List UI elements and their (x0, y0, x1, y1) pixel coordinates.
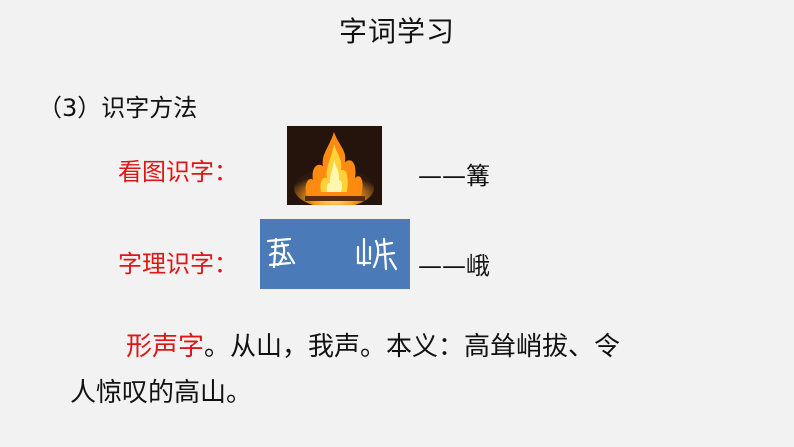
bonfire-image (287, 126, 382, 205)
fire-icon (287, 126, 382, 205)
method-logic-label: 字理识字： (118, 250, 238, 278)
method-picture-label: 看图识字： (118, 158, 238, 186)
page-title: 字词学习 (338, 15, 455, 48)
phono-semantic-label: 形声字 (126, 332, 205, 362)
method-picture-result: ——篝 (418, 156, 490, 191)
explanation-line-1: 形声字。从山，我声。本义：高耸峭拔、令 (70, 324, 760, 370)
explanation-line-2: 人惊叹的高山。 (70, 378, 253, 408)
seal-script-glyphs-icon (260, 219, 410, 289)
section-subtitle: （3）识字方法 (38, 94, 198, 122)
explanation-paragraph: 形声字。从山，我声。本义：高耸峭拔、令 人惊叹的高山。 (70, 324, 760, 416)
explanation-text-1: 。从山，我声。本义：高耸峭拔、令 (204, 332, 621, 362)
dash: —— (418, 252, 466, 280)
target-char-gou: 篝 (466, 162, 490, 190)
dash: —— (418, 162, 466, 190)
seal-script-image (260, 219, 410, 289)
target-char-e: 峨 (466, 252, 490, 280)
method-logic-result: ——峨 (418, 246, 490, 281)
